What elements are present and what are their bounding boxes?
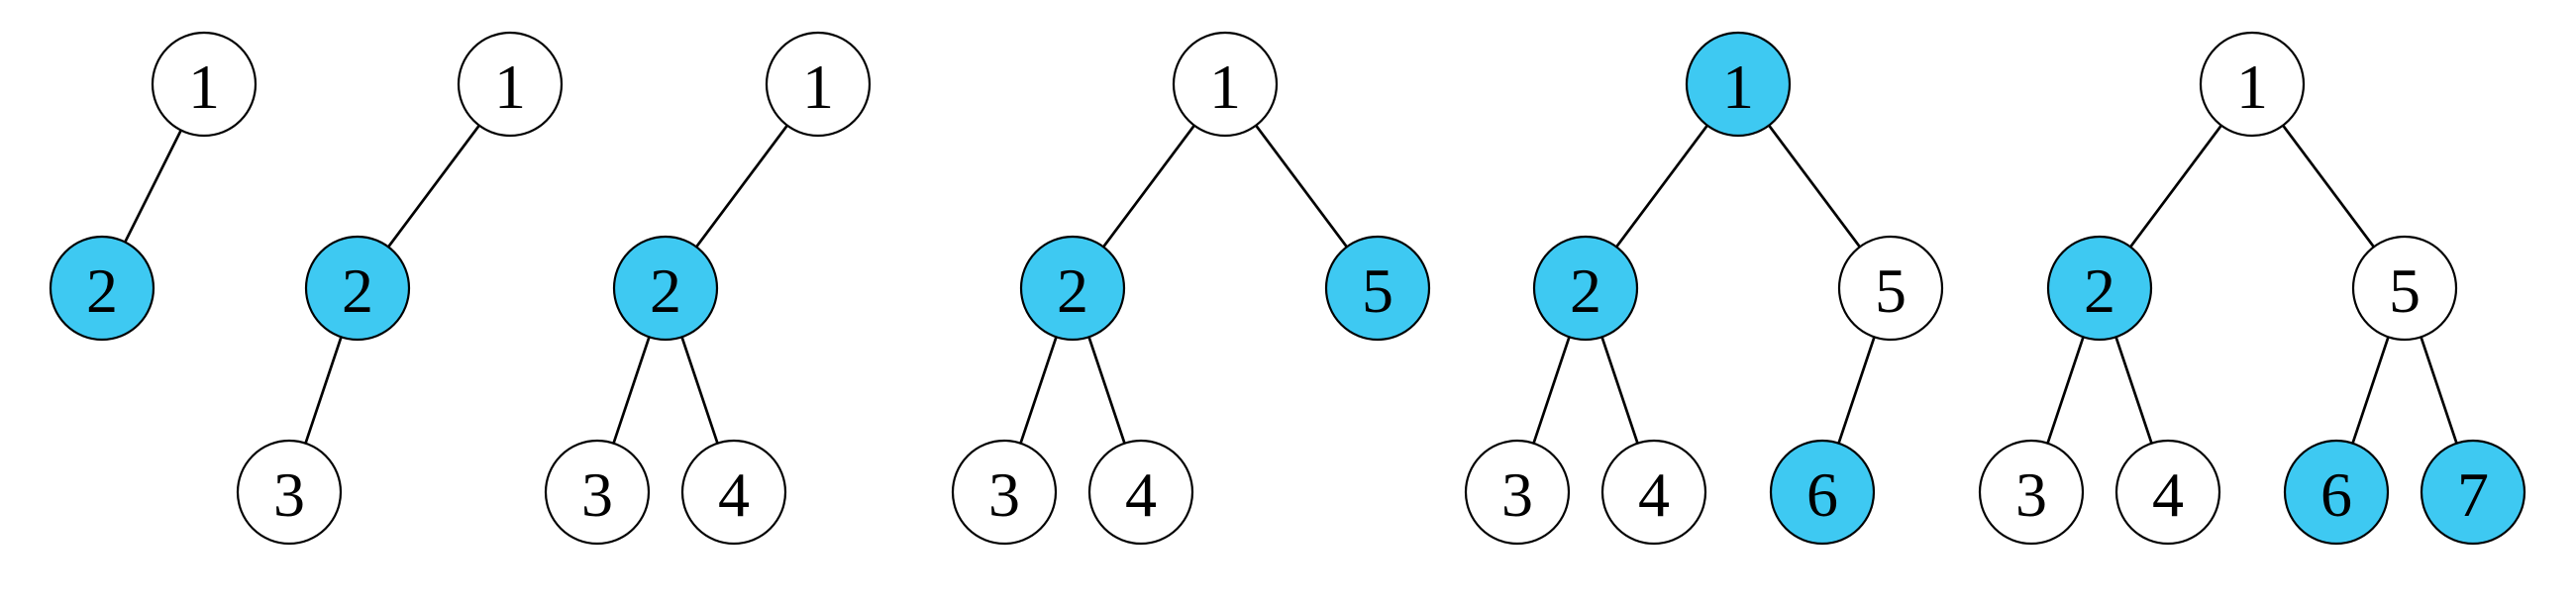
tree-6-node-7-label: 7 [2457, 459, 2489, 530]
tree-4-node-3 [951, 439, 1058, 546]
tree-2-node-1-label: 1 [494, 51, 526, 122]
tree-1: 12 [49, 31, 258, 342]
tree-6: 1 2 5 3 4 6 7 [1978, 31, 2526, 546]
tree-3-node-2-label: 2 [650, 255, 681, 326]
tree-6-node-5 [2351, 235, 2458, 342]
tree-4-node-2-highlighted [1019, 235, 1126, 342]
tree-6-node-6-label: 6 [2320, 459, 2352, 530]
tree-6-node-4-label: 4 [2152, 459, 2184, 530]
tree-5-node-1-highlighted [1685, 31, 1792, 138]
tree-6-node-4 [2114, 439, 2221, 546]
tree-3-node-1 [765, 31, 872, 138]
tree-4: 1 2 5 3 4 [951, 31, 1431, 546]
tree-6-node-5-label: 5 [2389, 255, 2421, 326]
tree-5-node-3 [1464, 439, 1571, 546]
tree-6-node-1-label: 1 [2236, 51, 2268, 122]
tree-3-node-3-label: 3 [581, 459, 613, 530]
tree-6-node-7-highlighted [2420, 439, 2526, 546]
tree-5-node-2-label: 2 [1570, 255, 1601, 326]
tree-4-node-2-label: 2 [1057, 255, 1088, 326]
tree-6-node-1 [2199, 31, 2306, 138]
tree-6-node-2-label: 2 [2084, 255, 2115, 326]
tree-2-node-2-highlighted [304, 235, 411, 342]
tree-3-node-4-label: 4 [718, 459, 750, 530]
tree-2-node-2-label: 2 [342, 255, 373, 326]
tree-1-node-2-highlighted [49, 235, 155, 342]
tree-2: 1 2 3 [236, 31, 564, 546]
tree-1-node-1-label: 1 [188, 51, 220, 122]
tree-6-node-6-highlighted [2283, 439, 2390, 546]
tree-2-node-3-label: 3 [273, 459, 305, 530]
tree-6-node-3 [1978, 439, 2085, 546]
tree-4-node-5-label: 5 [1362, 255, 1393, 326]
tree-4-node-4 [1087, 439, 1194, 546]
tree-6-node-3-label: 3 [2015, 459, 2047, 530]
tree-3-node-3 [544, 439, 651, 546]
tree-4-node-1 [1172, 31, 1279, 138]
tree-3-node-2-highlighted [612, 235, 719, 342]
tree-3-node-1-label: 1 [802, 51, 834, 122]
tree-5-node-4-label: 4 [1638, 459, 1670, 530]
tree-5-node-4 [1600, 439, 1707, 546]
tree-1-node-1 [151, 31, 258, 138]
tree-2-node-3 [236, 439, 343, 546]
tree-2-node-1 [457, 31, 564, 138]
tree-5-node-1-label: 1 [1722, 51, 1754, 122]
tree-5-node-5-label: 5 [1875, 255, 1906, 326]
tree-5-node-3-label: 3 [1501, 459, 1533, 530]
tree-6-node-2-highlighted [2046, 235, 2153, 342]
tree-3: 1 2 3 4 [544, 31, 872, 546]
tree-5-node-6-highlighted [1769, 439, 1876, 546]
tree-1-node-2-label: 2 [86, 255, 118, 326]
tree-5-node-2-highlighted [1532, 235, 1639, 342]
tree-4-node-3-label: 3 [988, 459, 1020, 530]
tree-5-node-6-label: 6 [1806, 459, 1838, 530]
tree-5: 1 2 5 3 4 6 [1464, 31, 1944, 546]
tree-5-node-5 [1837, 235, 1944, 342]
tree-4-node-1-label: 1 [1209, 51, 1241, 122]
tree-3-node-4 [680, 439, 787, 546]
tree-4-node-5-highlighted [1324, 235, 1431, 342]
tree-4-node-4-label: 4 [1125, 459, 1157, 530]
